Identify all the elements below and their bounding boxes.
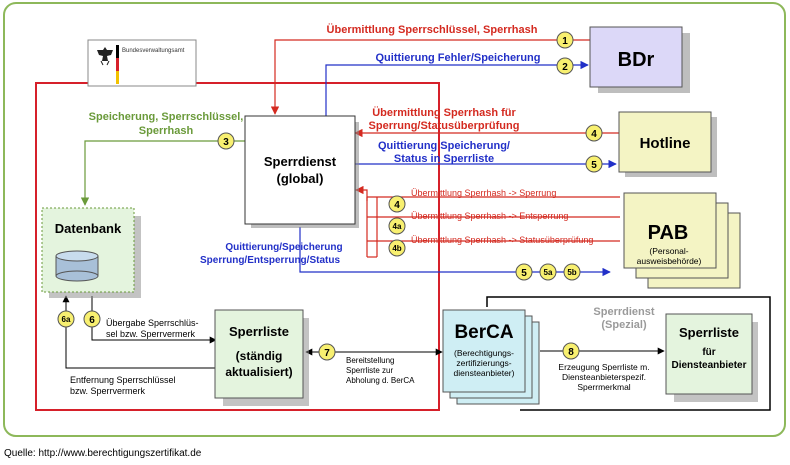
federal-office-zone — [35, 82, 440, 411]
spezial-title: Sperrdienst — [593, 306, 654, 318]
badge-8: 8 — [562, 342, 580, 360]
badge-3-label: 3 — [223, 137, 229, 148]
flag-stripe-gold — [116, 71, 119, 84]
pab-subtitle-2: ausweisbehörde) — [637, 256, 702, 266]
badge-4a-pab-label: 4a — [393, 222, 402, 231]
label-arrow-8-line2: Diensteanbieterspezif. — [562, 372, 646, 382]
hotline-title: Hotline — [640, 135, 691, 152]
badge-4a-pab: 4a — [388, 217, 406, 235]
badge-5-hotline-label: 5 — [591, 160, 597, 171]
label-arrow-4-hotline-line2: Sperrung/Statusüberprüfung — [369, 120, 520, 132]
label-arrow-6a-line1: Entfernung Sperrschlüssel — [70, 375, 176, 385]
node-pab: PAB (Personal- ausweisbehörde) — [623, 192, 741, 289]
sperrliste-da-line3: Diensteanbieter — [671, 360, 746, 371]
label-arrow-5-pab-line2: Sperrung/Entsperrung/Status — [200, 255, 340, 266]
label-arrow-4-pab: Übermittlung Sperrhash -> Sperrung — [411, 188, 556, 198]
flag-stripe-red — [116, 58, 119, 71]
sperrliste-line3: aktualisiert) — [225, 365, 292, 379]
sperrdienst-subtitle: (global) — [277, 171, 324, 186]
eagle-icon — [97, 47, 113, 66]
label-arrow-3-line2: Sperrhash — [139, 125, 194, 137]
label-arrow-4b-pab: Übermittlung Sperrhash -> Statusüberprüf… — [411, 235, 593, 245]
label-arrow-2: Quittierung Fehler/Speicherung — [375, 52, 540, 64]
badge-4-pab-label: 4 — [394, 200, 400, 211]
label-arrow-4a-pab: Übermittlung Sperrhash -> Entsperrung — [411, 211, 568, 221]
sperrliste-da-title: Sperrliste — [679, 325, 739, 340]
sperrliste-line2: (ständig — [236, 349, 283, 363]
badge-5-pab-label: 5 — [521, 268, 527, 279]
badge-3: 3 — [217, 132, 235, 150]
label-arrow-6-line1: Übergabe Sperrschlüs- — [106, 318, 199, 328]
badge-4-hotline-label: 4 — [591, 129, 597, 140]
badge-4b-pab: 4b — [388, 239, 406, 257]
berca-subtitle-3: diensteanbieter) — [454, 368, 515, 378]
sperrliste-da-line2: für — [702, 347, 715, 358]
badge-4b-pab-label: 4b — [392, 244, 401, 253]
berca-subtitle-2: zertifizierungs- — [456, 358, 511, 368]
badge-2-label: 2 — [562, 62, 568, 73]
bdr-title: BDr — [618, 49, 655, 71]
arrow-3-storage — [80, 140, 245, 206]
logo: Bundesverwaltungsamt — [87, 39, 197, 87]
arrow-2-ack — [325, 60, 589, 116]
label-arrow-6-line2: sel bzw. Sperrvermerk — [106, 329, 196, 339]
badge-5-pab: 5 — [515, 263, 533, 281]
badge-6a: 6a — [57, 310, 75, 328]
label-arrow-7-line2: Sperrliste zur — [346, 366, 393, 375]
badge-4-hotline: 4 — [585, 124, 603, 142]
label-arrow-4-hotline-line1: Übermittlung Sperrhash für — [372, 106, 516, 119]
badge-6-label: 6 — [89, 315, 95, 326]
badge-5a-pab: 5a — [539, 263, 557, 281]
badge-5a-pab-label: 5a — [544, 268, 553, 277]
label-arrow-8-line1: Erzeugung Sperrliste m. — [558, 362, 649, 372]
node-sperrdienst-global: Sperrdienst (global) — [244, 115, 359, 228]
badge-6a-label: 6a — [62, 315, 71, 324]
label-arrow-5-pab-line1: Quittierung/Speicherung — [225, 242, 342, 253]
flag-stripe-black — [116, 45, 119, 58]
node-sperrliste: Sperrliste (ständig aktualisiert) — [214, 309, 309, 406]
pab-title: PAB — [648, 222, 689, 244]
logo-org-name: Bundesverwaltungsamt — [122, 48, 185, 54]
datenbank-title: Datenbank — [55, 221, 122, 236]
badge-7: 7 — [318, 343, 336, 361]
spezial-subtitle: (Spezial) — [601, 319, 647, 331]
label-arrow-6a-line2: bzw. Sperrvermerk — [70, 386, 146, 396]
berca-subtitle-1: (Berechtigungs- — [454, 348, 514, 358]
badge-5b-pab: 5b — [563, 263, 581, 281]
label-arrow-7-line1: Bereitstellung — [346, 356, 394, 365]
badge-5-hotline: 5 — [585, 155, 603, 173]
badge-6: 6 — [83, 310, 101, 328]
node-datenbank: Datenbank — [41, 207, 141, 298]
source-caption: Quelle: http://www.berechtigungszertifik… — [4, 448, 202, 459]
label-arrow-7-line3: Abholung d. BerCA — [346, 376, 415, 385]
berca-title: BerCA — [454, 322, 513, 343]
database-icon — [55, 250, 99, 282]
node-berca: BerCA (Berechtigungs- zertifizierungs- d… — [442, 309, 540, 405]
node-sperrliste-diensteanbieter: Sperrliste für Diensteanbieter — [665, 313, 758, 402]
badge-8-label: 8 — [568, 347, 574, 358]
sperrliste-title: Sperrliste — [229, 324, 289, 339]
arrow-1-transfer — [270, 39, 590, 115]
sperrdienst-title: Sperrdienst — [264, 154, 337, 169]
label-arrow-8-line3: Sperrmerkmal — [577, 382, 630, 392]
label-arrow-1: Übermittlung Sperrschlüssel, Sperrhash — [327, 23, 538, 36]
badge-2: 2 — [556, 57, 574, 75]
label-arrow-5-hotline-line1: Quittierung Speicherung/ — [378, 140, 510, 152]
arrows-pab-requests — [355, 185, 620, 258]
badge-7-label: 7 — [324, 348, 330, 359]
sperrdienst-spezial-zone — [486, 296, 771, 411]
node-bdr: BDr — [589, 26, 690, 93]
badge-4-pab: 4 — [388, 195, 406, 213]
badge-1: 1 — [556, 31, 574, 49]
node-hotline: Hotline — [618, 111, 717, 177]
pab-subtitle-1: (Personal- — [649, 246, 688, 256]
badge-5b-pab-label: 5b — [567, 268, 576, 277]
arrow-5-pab — [299, 227, 611, 277]
label-arrow-5-hotline-line2: Status in Sperrliste — [394, 153, 494, 165]
badge-1-label: 1 — [562, 36, 568, 47]
label-arrow-3-line1: Speicherung, Sperrschlüssel, — [89, 111, 244, 123]
